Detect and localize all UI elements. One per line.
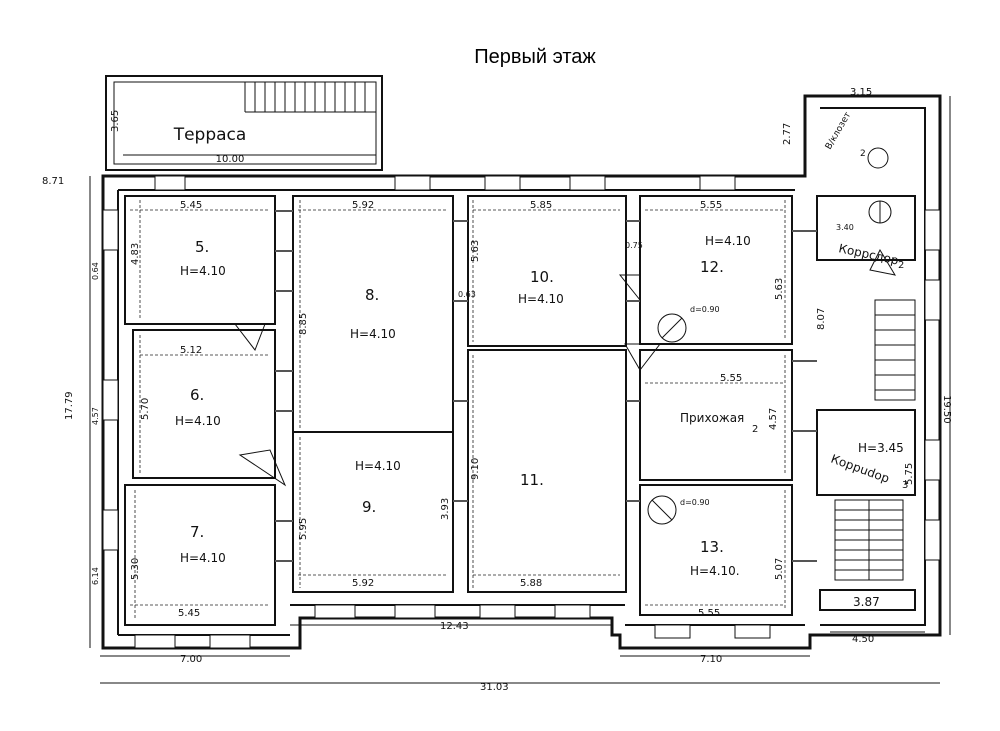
terrace-steps bbox=[254, 82, 366, 112]
dim-19-50: 19.50 bbox=[941, 395, 952, 424]
note-0-75: 0.75 bbox=[625, 241, 643, 250]
room-7-number: 7. bbox=[190, 523, 204, 541]
dim-7-10: 7.10 bbox=[700, 654, 722, 665]
room-labels: 5. Н=4.10 6. Н=4.10 7. Н=4.10 8. Н=4.10 … bbox=[175, 111, 908, 578]
dim-5-45-bottom: 5.45 bbox=[178, 608, 200, 619]
dim-5-88: 5.88 bbox=[520, 578, 542, 589]
room-8-number: 8. bbox=[365, 286, 379, 304]
dim-7-00: 7.00 bbox=[180, 654, 202, 665]
room-11-number: 11. bbox=[520, 471, 544, 489]
corridor-3-label: Коррudор bbox=[829, 452, 891, 486]
room-5-height: Н=4.10 bbox=[180, 264, 226, 278]
dim-5-85: 5.85 bbox=[530, 200, 552, 211]
dim-5-30: 5.30 bbox=[130, 558, 141, 580]
terrace: Терраса 10.00 3.65 bbox=[105, 75, 383, 171]
room-9-height: Н=4.10 bbox=[355, 459, 401, 473]
plan-title: Первый этаж bbox=[474, 46, 596, 68]
room-8-height: Н=4.10 bbox=[350, 327, 396, 341]
hall-2-sub: 2 bbox=[752, 424, 758, 435]
wc-label: В/клозет bbox=[824, 111, 853, 152]
terrace-depth: 3.65 bbox=[110, 110, 121, 132]
corridor-2-label: Коррсдор bbox=[837, 241, 900, 267]
staircases bbox=[834, 299, 916, 581]
dim-6-14: 6.14 bbox=[91, 567, 100, 585]
wall-hatching bbox=[275, 210, 817, 562]
corridor-2-sub: 2 bbox=[898, 260, 904, 271]
dim-4-50: 4.50 bbox=[852, 634, 874, 645]
dim-5-92-bottom: 5.92 bbox=[352, 578, 374, 589]
dim-3-40: 3.40 bbox=[836, 223, 854, 232]
room-10-height: Н=4.10 bbox=[518, 292, 564, 306]
dim-4-83: 4.83 bbox=[130, 243, 141, 265]
dim-5-07: 5.07 bbox=[774, 558, 785, 580]
partitions bbox=[124, 195, 916, 626]
dim-8-71: 8.71 bbox=[42, 176, 64, 187]
dim-17-79: 17.79 bbox=[64, 391, 75, 420]
dim-5-75: 5.75 bbox=[904, 463, 915, 485]
stove-icon bbox=[647, 495, 677, 525]
windows-top bbox=[154, 175, 736, 191]
dim-12-43: 12.43 bbox=[440, 621, 469, 632]
wc-sub: 2 bbox=[860, 149, 866, 159]
dim-3-87: 3.87 bbox=[853, 595, 880, 609]
room-13-height: Н=4.10. bbox=[690, 564, 740, 578]
dim-5-55-top: 5.55 bbox=[700, 200, 722, 211]
outer-walls bbox=[101, 94, 942, 650]
note-stove-12: d=0.90 bbox=[690, 305, 720, 314]
dim-5-12: 5.12 bbox=[180, 345, 202, 356]
dim-5-63-left: 5.63 bbox=[470, 240, 481, 262]
room-6-height: Н=4.10 bbox=[175, 414, 221, 428]
doors bbox=[233, 248, 897, 487]
room-13-number: 13. bbox=[700, 538, 724, 556]
dim-5-55-bottom: 5.55 bbox=[698, 608, 720, 619]
dimension-texts: 5.45 4.83 5.12 5.70 5.45 5.30 5.92 8.85 … bbox=[42, 87, 952, 693]
windows-bottom bbox=[134, 604, 771, 649]
corridor-3-sub: 3 bbox=[902, 480, 908, 491]
dim-5-55-mid: 5.55 bbox=[720, 373, 742, 384]
room-10-number: 10. bbox=[530, 268, 554, 286]
room-12-number: 12. bbox=[700, 258, 724, 276]
dim-8-85: 8.85 bbox=[298, 313, 309, 335]
dim-9-10: 9.10 bbox=[470, 458, 481, 480]
dim-5-45-top: 5.45 bbox=[180, 200, 202, 211]
hall-2-label: Прихожая bbox=[680, 411, 744, 425]
dim-5-70: 5.70 bbox=[140, 398, 151, 420]
dim-3-93: 3.93 bbox=[440, 498, 451, 520]
corridor-3-height: Н=3.45 bbox=[858, 441, 904, 455]
dim-2-77: 2.77 bbox=[782, 123, 793, 145]
dimension-lines bbox=[89, 96, 951, 684]
dim-0-64: 0.64 bbox=[91, 262, 100, 280]
stove-icon bbox=[657, 313, 687, 343]
room-6-number: 6. bbox=[190, 386, 204, 404]
dim-3-15: 3.15 bbox=[850, 87, 872, 98]
note-0-63: 0.63 bbox=[458, 290, 476, 299]
room-12-height: Н=4.10 bbox=[705, 234, 751, 248]
dim-4-57-outer: 4.57 bbox=[91, 407, 100, 425]
dim-31-03: 31.03 bbox=[480, 682, 509, 693]
stove-icon bbox=[867, 147, 889, 169]
dim-5-92-top: 5.92 bbox=[352, 200, 374, 211]
room-9-number: 9. bbox=[362, 498, 376, 516]
room-5-number: 5. bbox=[195, 238, 209, 256]
terrace-label: Терраса bbox=[173, 125, 247, 145]
terrace-width: 10.00 bbox=[216, 154, 245, 165]
windows-side bbox=[102, 209, 941, 561]
room-7-height: Н=4.10 bbox=[180, 551, 226, 565]
dim-5-95: 5.95 bbox=[298, 518, 309, 540]
note-stove-13: d=0.90 bbox=[680, 498, 710, 507]
stoves bbox=[647, 147, 892, 525]
dim-5-63-right: 5.63 bbox=[774, 278, 785, 300]
dim-4-57: 4.57 bbox=[768, 408, 779, 430]
dim-8-07: 8.07 bbox=[816, 308, 827, 330]
